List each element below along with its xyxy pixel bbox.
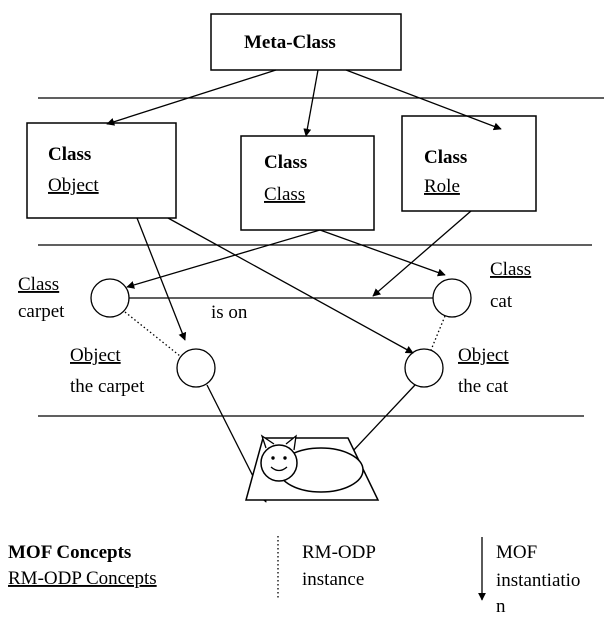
arrow-metaclass-to-object bbox=[106, 69, 277, 126]
class-class-title: Class bbox=[264, 152, 307, 173]
class-cat-kind: Class bbox=[490, 259, 531, 280]
arrow-metaclass-to-class bbox=[303, 69, 319, 137]
legend-instantiation-line3: n bbox=[496, 596, 506, 617]
relation-label: is on bbox=[211, 302, 248, 323]
arrow-metaclass-to-role bbox=[345, 69, 502, 131]
meta-class-box: Meta-Class bbox=[210, 13, 402, 71]
object-carpet-kind: Object bbox=[70, 345, 121, 366]
meta-class-label: Meta-Class bbox=[244, 32, 336, 53]
class-cat-node bbox=[432, 278, 472, 318]
legend: MOF Concepts RM-ODP Concepts RM-ODP inst… bbox=[8, 536, 580, 617]
class-object-box: Class Object bbox=[26, 122, 177, 219]
class-carpet-node bbox=[90, 278, 130, 318]
class-role-name: Role bbox=[424, 176, 460, 197]
legend-instance-line2: instance bbox=[302, 569, 364, 590]
class-carpet-name: carpet bbox=[18, 301, 65, 322]
legend-instantiation-line2: instantiatio bbox=[496, 570, 580, 591]
cat-eye-left bbox=[271, 456, 275, 460]
arrow-class-to-carpet bbox=[126, 229, 321, 289]
class-object-name: Object bbox=[48, 175, 99, 196]
class-class-name: Class bbox=[264, 184, 305, 205]
cat-smile bbox=[270, 466, 288, 472]
cat-eye-right bbox=[283, 456, 287, 460]
legend-mof-concepts: MOF Concepts bbox=[8, 542, 131, 563]
arrow-class-to-cat bbox=[319, 229, 446, 277]
object-carpet-node bbox=[176, 348, 216, 388]
arrow-object-to-object-carpet bbox=[136, 217, 187, 341]
legend-instantiation-line1: MOF bbox=[496, 542, 537, 563]
class-carpet-kind: Class bbox=[18, 274, 59, 295]
class-role-title: Class bbox=[424, 147, 467, 168]
instance-line-carpet bbox=[124, 311, 181, 357]
class-cat-name: cat bbox=[490, 291, 513, 312]
cat-on-carpet-illustration bbox=[245, 434, 380, 501]
legend-rmodp-concepts: RM-ODP Concepts bbox=[8, 568, 157, 589]
object-carpet-name: the carpet bbox=[70, 376, 145, 397]
object-cat-kind: Object bbox=[458, 345, 509, 366]
arrow-object-to-object-cat bbox=[167, 217, 414, 354]
legend-instance-line1: RM-ODP bbox=[302, 542, 376, 563]
cat-ears bbox=[260, 434, 297, 451]
object-cat-node bbox=[404, 348, 444, 388]
cat-head bbox=[260, 444, 298, 482]
class-class-box: Class Class bbox=[240, 135, 375, 231]
class-object-title: Class bbox=[48, 144, 91, 165]
arrow-role-to-association bbox=[372, 210, 472, 297]
class-role-box: Class Role bbox=[401, 115, 537, 212]
object-cat-name: the cat bbox=[458, 376, 509, 397]
instance-line-cat bbox=[430, 315, 446, 351]
